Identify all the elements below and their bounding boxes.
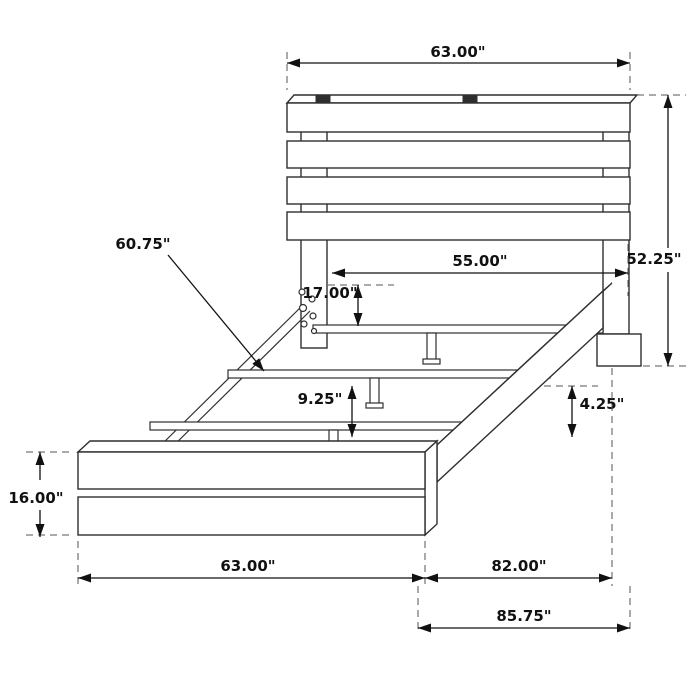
bed-drawing <box>76 94 642 537</box>
dim-overall-length-label: 85.75" <box>496 607 551 625</box>
dim-footboard-height-label: 16.00" <box>8 489 63 507</box>
dim-headboard-height: 52.25" <box>626 94 686 367</box>
dim-slat-rail-length: 60.75" <box>115 235 265 372</box>
bracket-bolt-4 <box>309 312 317 320</box>
headboard-plank-2 <box>286 140 631 169</box>
dim-slat-height: 17.00" <box>302 284 394 326</box>
slat-front <box>149 421 463 431</box>
bracket-bolt-2 <box>308 295 316 303</box>
footboard-end-face <box>424 439 438 537</box>
footboard-plank-top <box>77 451 426 490</box>
dim-slat-rail-length-label: 60.75" <box>115 235 170 253</box>
dimension-annotations: 63.00" 52.25" 55.00" 17.00" 60.75" <box>8 43 686 634</box>
headboard-plank-1 <box>286 102 631 133</box>
dim-inner-width: 55.00" <box>332 244 629 296</box>
dim-side-rail-width-label-bg <box>578 395 628 412</box>
dim-footboard-width-label: 63.00" <box>220 557 275 575</box>
dim-footboard-width: 63.00" <box>77 541 426 586</box>
headboard-foot-right <box>596 333 642 367</box>
dim-inner-width-label: 55.00" <box>452 252 507 270</box>
dim-side-rail-width: 4.25" <box>544 385 628 437</box>
bracket-bolt-5 <box>300 320 308 328</box>
bracket-bolt-1 <box>298 288 306 296</box>
dim-overall-length: 85.75" <box>417 586 631 634</box>
dim-slat-clearance-label: 9.25" <box>298 390 343 408</box>
dim-headboard-height-label: 52.25" <box>626 250 681 268</box>
slat-rear-support <box>426 332 437 362</box>
dim-side-rail-width-label: 4.25" <box>580 395 625 413</box>
dim-footboard-height: 16.00" <box>8 451 74 537</box>
slat-middle <box>227 369 551 379</box>
side-rail-front-face <box>436 289 604 484</box>
footboard-plank-bottom <box>77 496 426 536</box>
headboard-notch-right <box>462 95 478 104</box>
slat-rear-support-foot <box>422 358 441 365</box>
dim-headboard-width: 63.00" <box>286 43 631 90</box>
dim-side-rail-length: 82.00" <box>425 368 613 586</box>
slat-middle-support <box>369 377 380 406</box>
dim-side-rail-length-label: 82.00" <box>491 557 546 575</box>
dim-slat-clearance: 9.25" <box>298 386 357 437</box>
headboard-plank-4 <box>286 211 631 241</box>
headboard-plank-3 <box>286 176 631 205</box>
bracket-bolt-6 <box>310 327 318 335</box>
bracket-bolt-3 <box>298 303 308 313</box>
headboard-notch-left <box>315 95 331 104</box>
footboard-top-face <box>76 440 439 453</box>
dim-headboard-width-label: 63.00" <box>430 43 485 61</box>
slat-middle-support-foot <box>365 402 384 409</box>
dim-slat-rail-length-leader <box>167 254 265 372</box>
left-rail-inner-edge <box>163 310 311 456</box>
dim-slat-height-label: 17.00" <box>302 284 357 302</box>
headboard-top-face <box>285 94 639 104</box>
